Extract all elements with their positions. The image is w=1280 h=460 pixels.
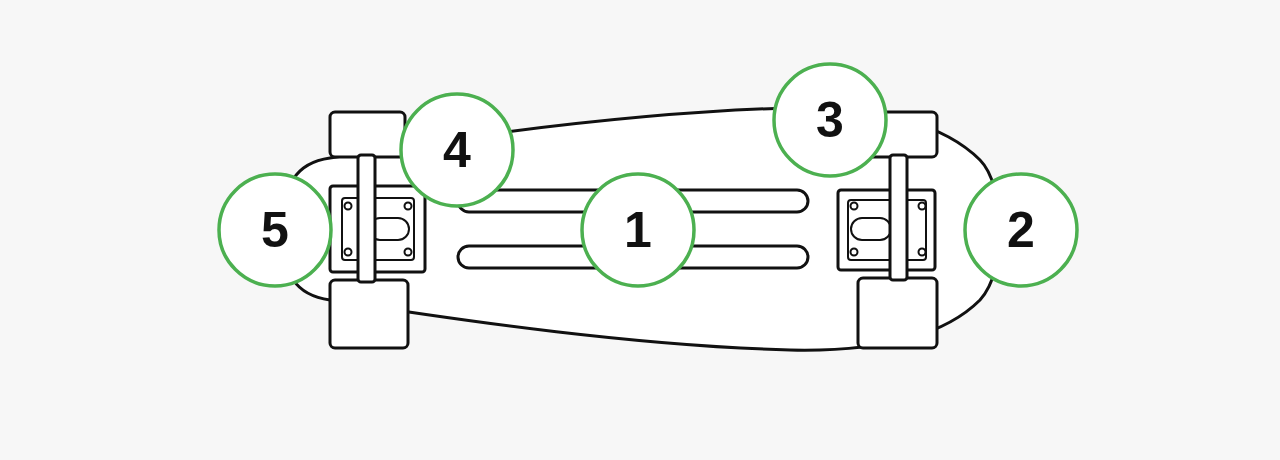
baseplate: [838, 190, 935, 270]
bolt-hole: [405, 203, 412, 210]
deck-outline: [283, 108, 1000, 350]
bolt-hole: [851, 203, 858, 210]
bolt-hole: [405, 249, 412, 256]
kingpin-slot: [851, 218, 891, 240]
callout-number: 1: [624, 205, 652, 255]
baseplate-inner: [342, 198, 414, 260]
bolt-hole: [851, 249, 858, 256]
callout-number: 4: [443, 125, 471, 175]
bolt-hole: [919, 203, 926, 210]
wheel: [330, 280, 408, 348]
bolt-hole: [919, 249, 926, 256]
callout-circle: 3: [772, 62, 888, 178]
axle: [890, 155, 907, 280]
baseplate-inner: [848, 200, 926, 260]
callout-circle: 4: [399, 92, 515, 208]
callout-number: 3: [816, 95, 844, 145]
axle: [358, 155, 375, 282]
callout-circle: 2: [963, 172, 1079, 288]
bolt-hole: [345, 249, 352, 256]
callout-circle: 1: [580, 172, 696, 288]
callout-number: 2: [1007, 205, 1035, 255]
bolt-hole: [345, 203, 352, 210]
baseplate: [330, 186, 425, 272]
callout-number: 5: [261, 205, 289, 255]
wheel: [330, 112, 405, 157]
callout-circle: 5: [217, 172, 333, 288]
wheel: [858, 278, 937, 348]
